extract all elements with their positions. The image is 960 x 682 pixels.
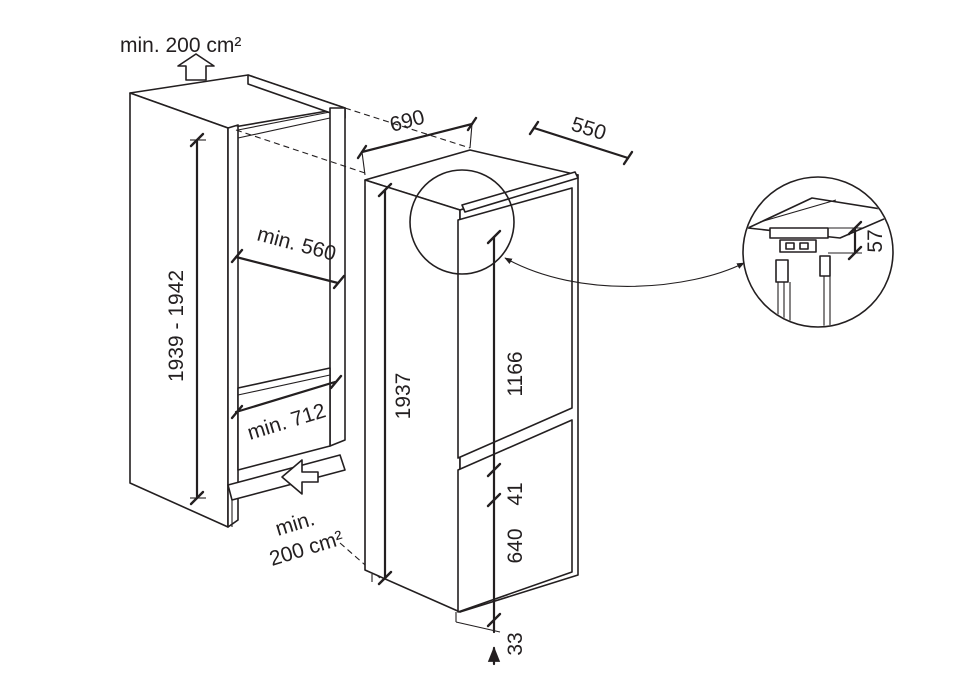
upper-door-label: 1166 xyxy=(504,351,527,396)
refrigerator xyxy=(364,149,579,622)
appliance-width-dimension xyxy=(528,120,634,166)
niche-height-dimension xyxy=(189,132,206,506)
appliance-height-label: 1937 xyxy=(392,373,415,420)
top-vent-arrow-icon xyxy=(177,53,215,81)
niche-width-dimension xyxy=(230,248,346,290)
appliance-depth-dimension xyxy=(356,116,478,176)
appliance-height-dimension xyxy=(377,182,393,586)
door-gap-label: 41 xyxy=(504,482,527,505)
niche-width-label: min. 560 xyxy=(255,223,339,266)
lower-door-label: 640 xyxy=(504,528,527,563)
bottom-clearance-label: 33 xyxy=(504,632,527,655)
bottom-vent-arrow-icon xyxy=(281,459,319,495)
cabinet-niche xyxy=(129,74,471,579)
bottom-clearance-dimension xyxy=(455,618,501,666)
detail-height-label: 57 xyxy=(864,229,887,252)
appliance-depth-label: 690 xyxy=(387,106,427,137)
detail-callout xyxy=(409,169,745,287)
niche-height-label: 1939 - 1942 xyxy=(165,270,188,382)
top-vent-label: min. 200 cm² xyxy=(120,34,241,57)
niche-depth-dimension xyxy=(230,374,343,420)
